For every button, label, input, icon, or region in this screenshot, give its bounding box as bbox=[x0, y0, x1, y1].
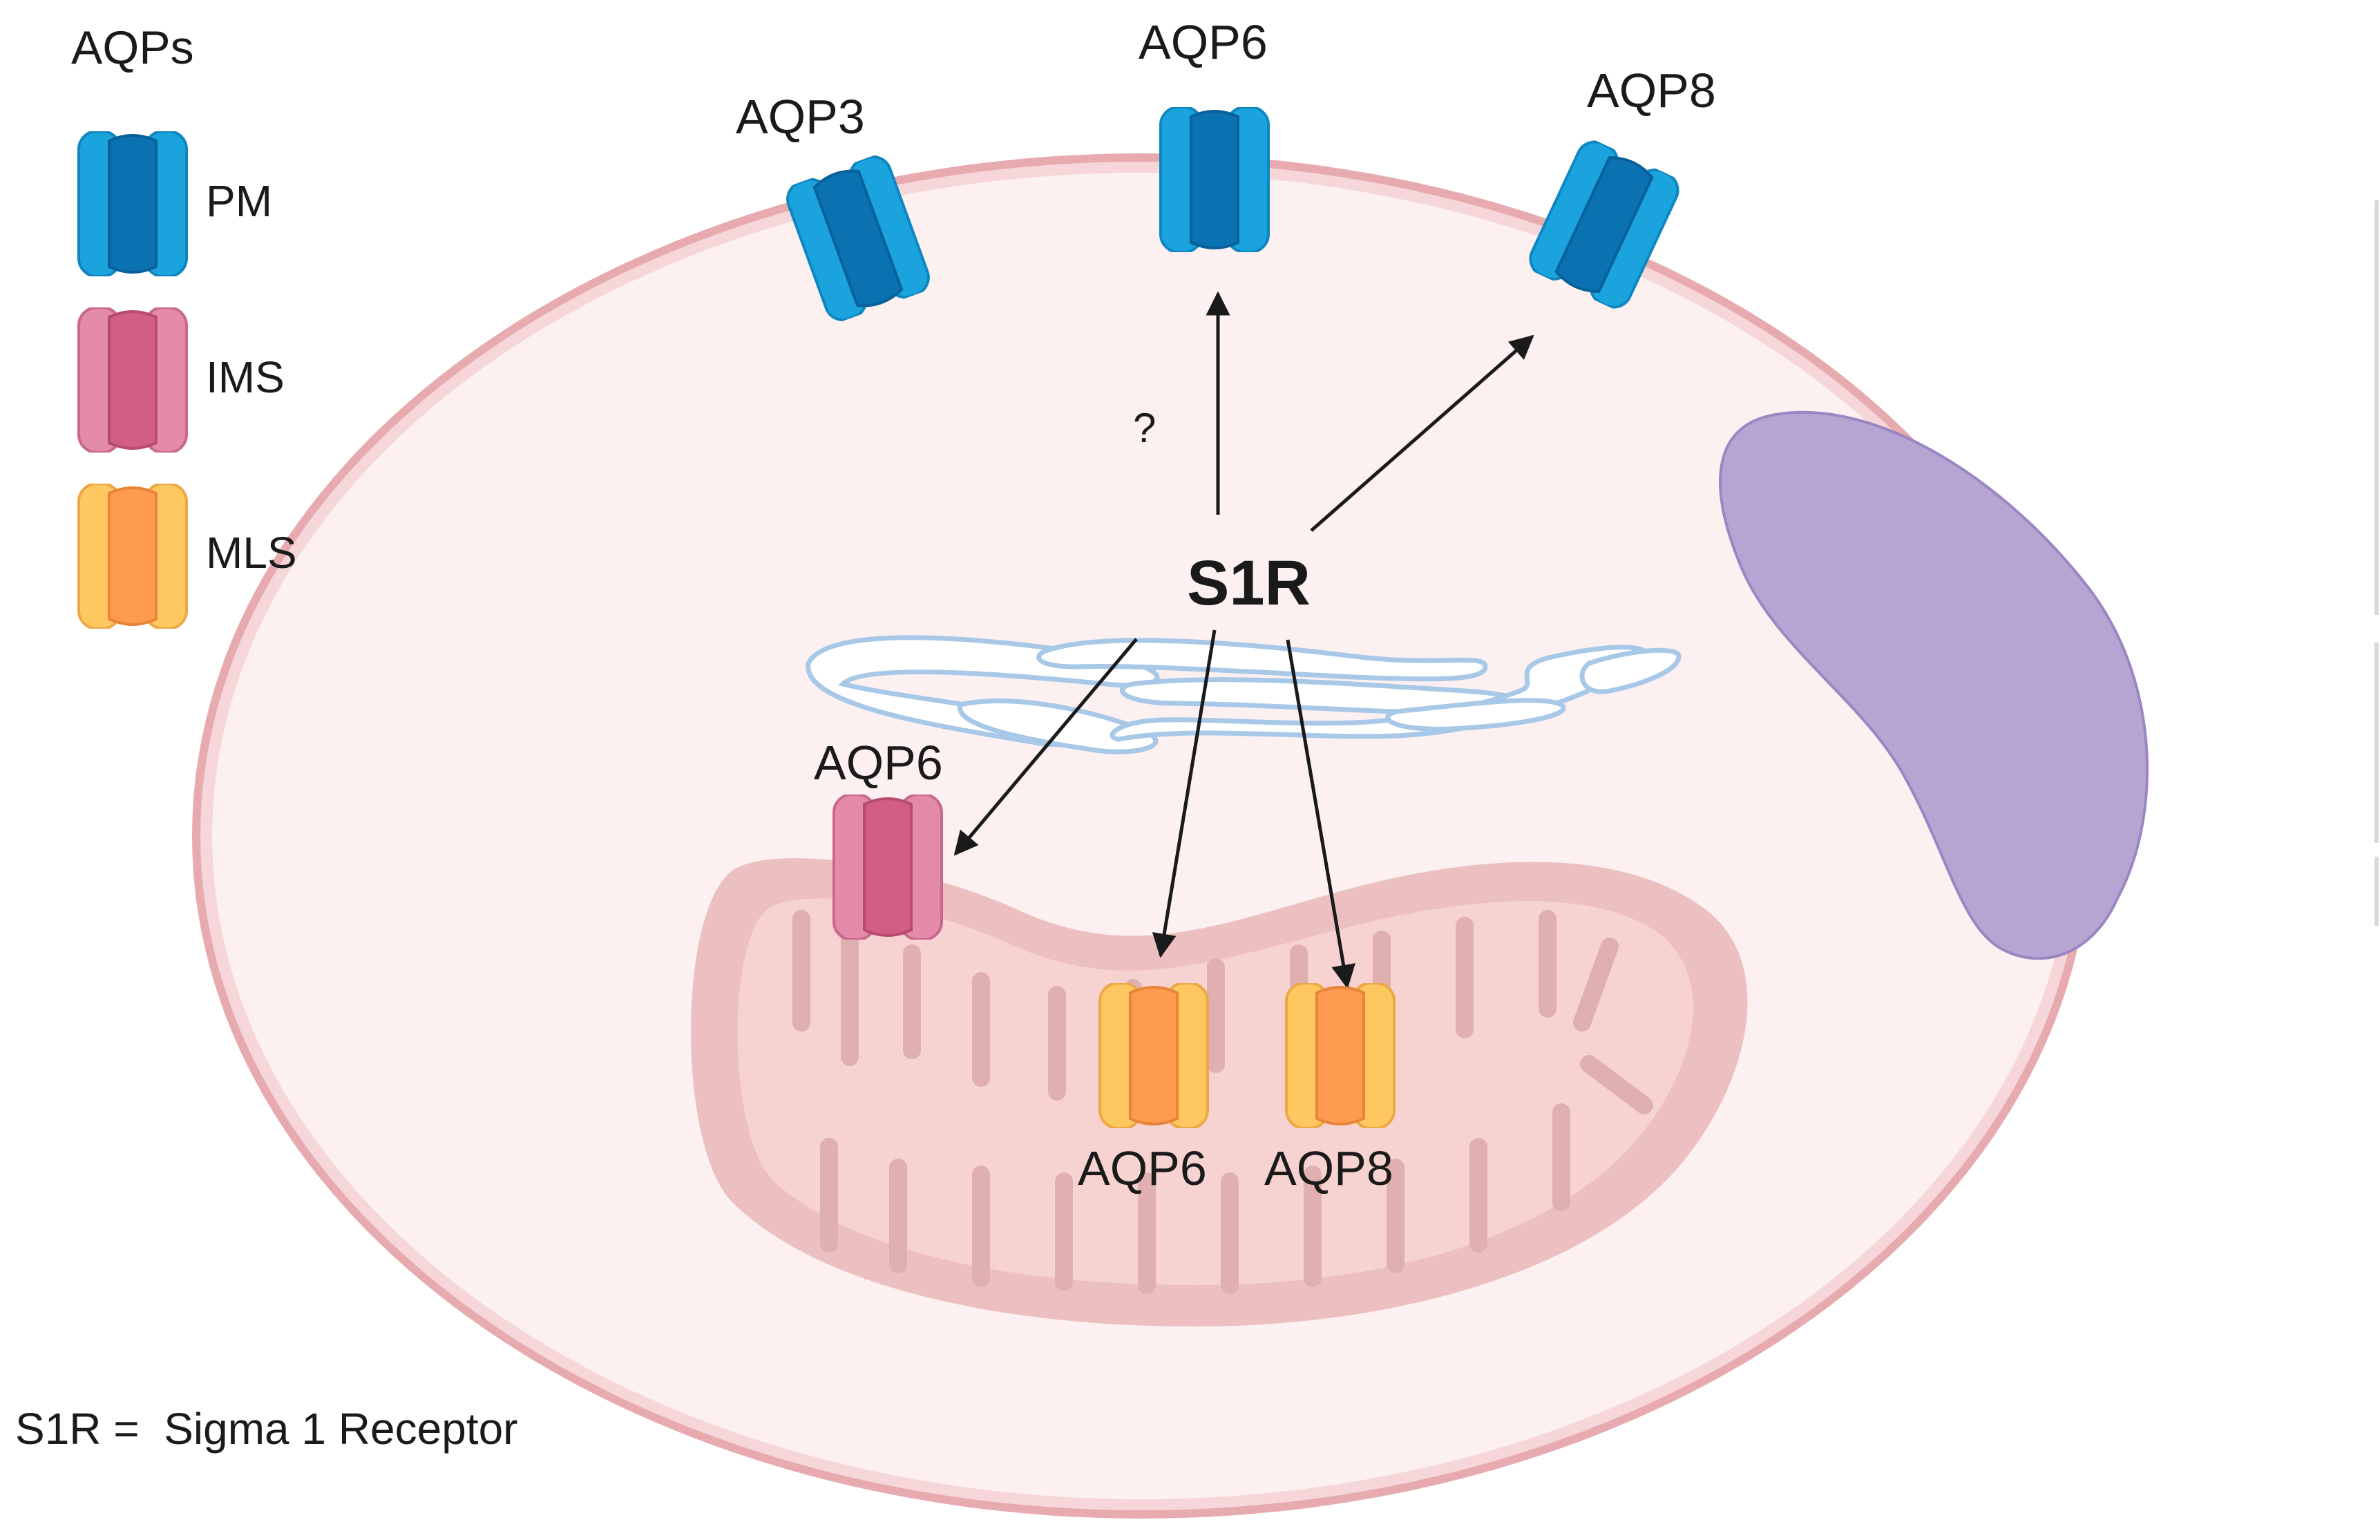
legend: AQPs PM IMS MLS bbox=[71, 21, 297, 629]
pm-aqp8-label: AQP8 bbox=[1587, 64, 1716, 117]
question-mark: ? bbox=[1133, 405, 1156, 451]
arrow-s1r-to-mls-aqp8 bbox=[1286, 639, 1355, 989]
mls-aqp8-label: AQP8 bbox=[1264, 1141, 1393, 1195]
nucleus bbox=[1719, 410, 2149, 960]
mls-aqp6-label: AQP6 bbox=[1078, 1141, 1207, 1195]
legend-pm-label: PM bbox=[206, 176, 272, 226]
pm-aqp3-label: AQP3 bbox=[736, 90, 865, 144]
ims-aqp6-label: AQP6 bbox=[814, 736, 943, 790]
arrow-s1r-to-pm-aqp8 bbox=[1310, 334, 1534, 532]
pm-aqp6-label: AQP6 bbox=[1139, 15, 1268, 69]
pm-aqp6-channel bbox=[1159, 107, 1270, 252]
legend-ims-icon bbox=[77, 307, 188, 453]
legend-mls-icon bbox=[77, 484, 188, 629]
mitochondrial-cristae bbox=[792, 910, 1653, 1294]
legend-mls-label: MLS bbox=[206, 528, 297, 578]
arrow-s1r-to-ims-aqp6 bbox=[953, 638, 1138, 856]
ims-aqp6-channel bbox=[832, 795, 943, 940]
legend-title: AQPs bbox=[71, 21, 194, 74]
mls-aqp8-channel bbox=[1285, 983, 1396, 1128]
s1r-label: S1R bbox=[1187, 548, 1311, 618]
trafficking-arrows bbox=[953, 291, 1534, 989]
endoplasmic-reticulum bbox=[806, 635, 1682, 754]
legend-pm-icon bbox=[77, 131, 188, 276]
arrow-s1r-to-mls-aqp6 bbox=[1152, 629, 1217, 958]
footnote: S1R = Sigma 1 Receptor bbox=[15, 1404, 517, 1454]
edge-marks bbox=[2374, 200, 2379, 926]
legend-ims-label: IMS bbox=[206, 352, 285, 402]
mitochondrion bbox=[691, 858, 1748, 1327]
mls-aqp6-channel bbox=[1098, 983, 1209, 1128]
